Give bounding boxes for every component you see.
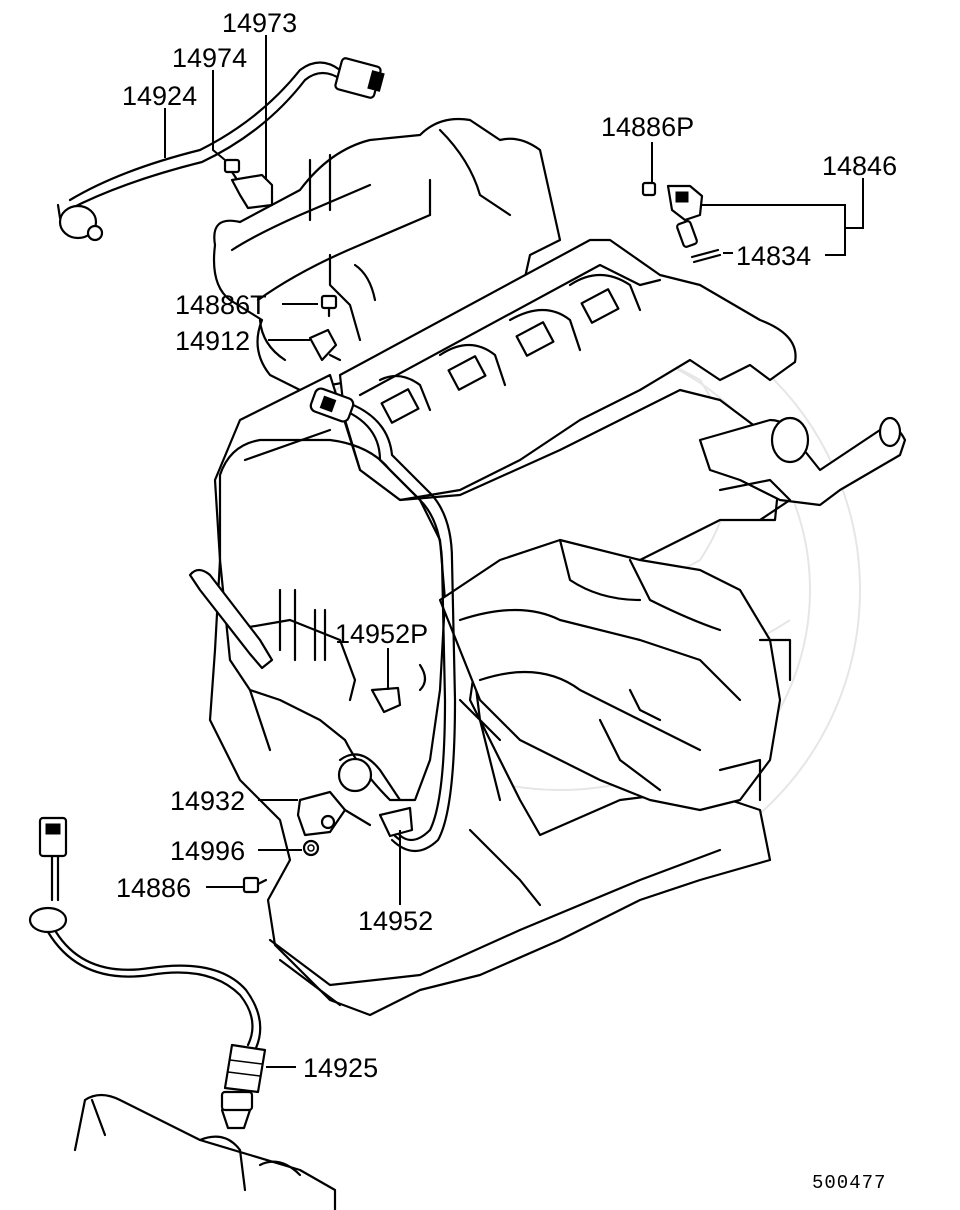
water-outlet	[698, 416, 907, 522]
exhaust-pipe	[73, 1093, 337, 1210]
label-14886T: 14886T	[175, 290, 267, 320]
diagram-code: 500477	[812, 1172, 886, 1194]
label-14912: 14912	[175, 326, 250, 356]
sensor-harness	[309, 387, 457, 853]
sensor-14932	[296, 753, 402, 837]
label-14924: 14924	[122, 81, 197, 111]
label-14952: 14952	[358, 906, 433, 936]
engine-assembly	[188, 117, 907, 1017]
bolt-14886	[242, 876, 268, 894]
sensor-14846	[641, 181, 704, 248]
label-14996: 14996	[170, 836, 245, 866]
bracket-14973	[230, 173, 274, 210]
label-14932: 14932	[170, 786, 245, 816]
label-14973: 14973	[222, 8, 297, 38]
label-14886: 14886	[116, 873, 191, 903]
washer-14996	[302, 839, 320, 857]
bolt-14886T	[320, 294, 338, 318]
label-14974: 14974	[172, 43, 247, 73]
leader-lines	[164, 35, 864, 1068]
part-labels: 14973 14974 14924 14886P 14846 14834 148…	[116, 8, 897, 1194]
label-14886P: 14886P	[601, 112, 694, 142]
bolt-14974	[223, 158, 241, 180]
clip-14912	[308, 328, 342, 362]
label-14834: 14834	[736, 241, 811, 271]
label-14952P: 14952P	[335, 619, 428, 649]
o-ring-14834	[690, 248, 722, 264]
label-14846: 14846	[822, 151, 897, 181]
clip-14952P	[370, 663, 427, 714]
dipstick-tube	[188, 568, 327, 670]
knock-sensor-harness	[56, 57, 385, 242]
cylinder-head	[338, 238, 797, 522]
exhaust-manifold	[438, 538, 792, 812]
oxygen-sensor-14925	[28, 816, 267, 1130]
label-14925: 14925	[303, 1053, 378, 1083]
